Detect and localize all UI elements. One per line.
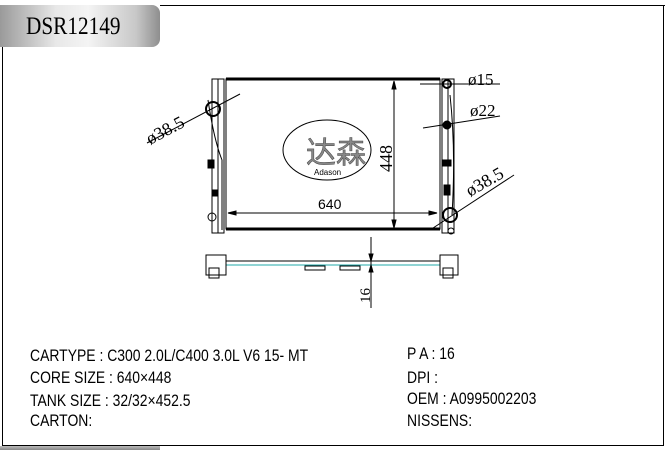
frame-border-right (663, 5, 664, 446)
width-dimension: 640 (318, 196, 342, 212)
spec-cartype: CARTYPE : C300 2.0L/C400 3.0L V6 15- MT (30, 346, 309, 365)
logo-ellipse (282, 119, 372, 181)
spec-tank-size: TANK SIZE : 32/32×452.5 (30, 391, 191, 410)
spec-carton: CARTON: (30, 411, 93, 430)
spec-dpi: DPI : (407, 368, 438, 387)
leader-right-outlet (429, 174, 515, 231)
logo-chinese: 达森 (306, 137, 366, 170)
product-code: DSR12149 (26, 13, 121, 40)
left-tank (205, 78, 225, 234)
mid-port-diameter: ø22 (470, 101, 496, 120)
spec-oem: OEM : A0995002203 (407, 389, 537, 408)
spec-pa: P A : 16 (407, 344, 455, 363)
frame-border-left (2, 47, 3, 446)
top-port-diameter: ø15 (468, 70, 494, 89)
side-view (205, 237, 459, 308)
spec-core-size: CORE SIZE : 640×448 (30, 368, 172, 387)
leader-mid (422, 115, 501, 129)
height-dimension: 448 (376, 145, 396, 172)
left-inlet-diameter: ø38.5 (142, 112, 187, 149)
product-code-tab: DSR12149 (0, 5, 160, 47)
logo-english: Adason (314, 168, 341, 177)
bottom-strip (0, 446, 160, 450)
thickness-dimension: 16 (358, 288, 374, 304)
spec-nissens: NISSENS: (407, 411, 473, 430)
right-tank (441, 78, 458, 235)
frame-border-top (160, 5, 665, 6)
frame-border-bottom (2, 445, 664, 446)
leader-left-inlet (146, 93, 241, 144)
